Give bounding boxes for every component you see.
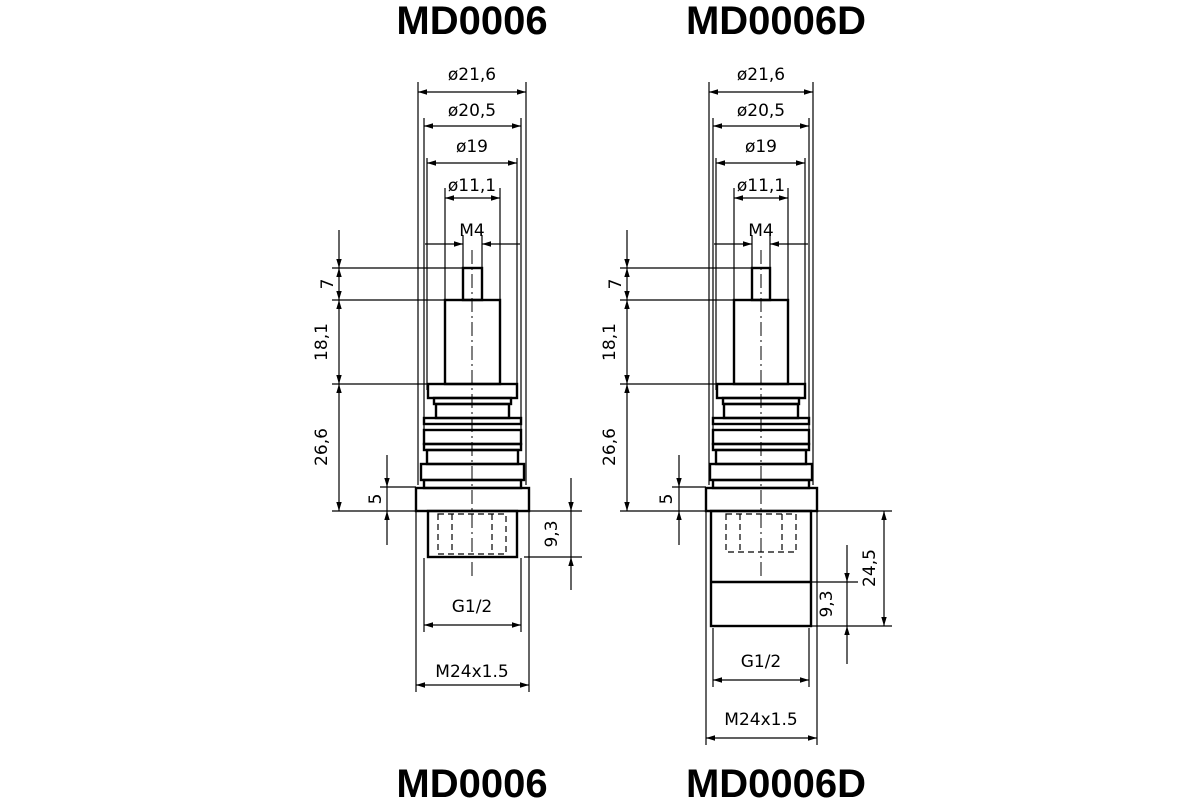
label-d111-left: ø11,1 (448, 176, 496, 196)
label-d19-left: ø19 (456, 137, 488, 157)
label-h266-left: 26,6 (312, 428, 332, 466)
label-h7-left: 7 (318, 279, 338, 290)
right-cartridge-body (704, 250, 819, 628)
label-h93-right: 9,3 (817, 590, 837, 617)
label-g12-right: G1/2 (741, 652, 782, 672)
label-d205-right: ø20,5 (737, 101, 785, 121)
title-left-bottom: MD0006 (396, 762, 547, 800)
right-cartridge-drawing: ø21,6 ø20,5 ø19 ø11,1 M4 7 18,1 26,6 5 9… (600, 65, 892, 745)
label-h181-left: 18,1 (312, 323, 332, 361)
label-g12-left: G1/2 (452, 597, 493, 617)
label-h7-right: 7 (606, 279, 626, 290)
title-right-top: MD0006D (686, 0, 866, 43)
label-m24-left: M24x1.5 (435, 662, 508, 682)
label-m4-right: M4 (748, 221, 773, 241)
title-left-top: MD0006 (396, 0, 547, 43)
label-h266-right: 26,6 (600, 428, 620, 466)
label-h5-right: 5 (657, 494, 677, 505)
left-cartridge-drawing: ø21,6 ø20,5 ø19 ø11,1 M4 7 18,1 26,6 5 9… (312, 65, 582, 692)
label-d205-left: ø20,5 (448, 101, 496, 121)
label-d216-right: ø21,6 (737, 65, 785, 85)
label-h5-left: 5 (366, 494, 386, 505)
label-h93-left: 9,3 (542, 520, 562, 547)
label-d19-right: ø19 (745, 137, 777, 157)
label-d216-left: ø21,6 (448, 65, 496, 85)
label-h245-right: 24,5 (860, 549, 880, 587)
label-h181-right: 18,1 (600, 323, 620, 361)
label-m4-left: M4 (459, 221, 484, 241)
label-d111-right: ø11,1 (737, 176, 785, 196)
label-m24-right: M24x1.5 (724, 710, 797, 730)
left-cartridge-body (414, 250, 531, 580)
title-right-bottom: MD0006D (686, 762, 866, 800)
